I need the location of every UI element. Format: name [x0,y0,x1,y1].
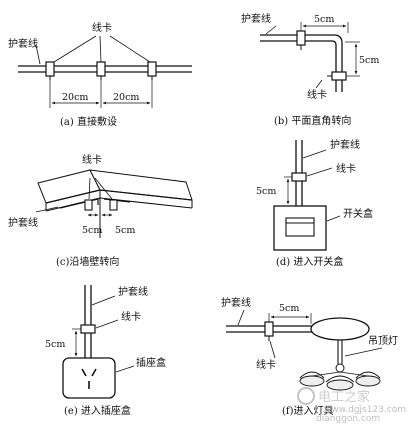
watermark: 电工之家 www.dgjs123.com dianggon.com [297,387,406,424]
watermark-logo-icon [297,387,315,405]
label-clip-d: 线卡 [336,162,356,175]
wire-leader-b [265,25,277,35]
clip-leader-b [315,79,323,89]
label-clip-f: 线卡 [256,358,276,371]
clip-leader-d [306,167,333,177]
clip-leader-c1 [88,177,91,200]
label-wire-f: 护套线 [221,296,251,309]
label-wire-b: 护套线 [241,12,271,25]
switch-plate [285,217,315,237]
clip-c2 [109,199,118,211]
caption-d: (d) 进入开关盒 [276,255,343,268]
caption-c: (c)沿墙壁转向 [56,255,119,268]
clip-leader-2 [99,35,102,63]
cable-outer [260,34,343,92]
wire-leader-c [35,206,59,213]
label-wire-c: 护套线 [8,216,38,229]
clip-c1 [84,199,93,211]
label-box-d: 开关盒 [343,207,373,220]
clip-f [264,321,274,341]
box-leader-d [326,215,341,222]
label-clip-c: 线卡 [82,153,102,166]
label-wire-d: 护套线 [330,138,360,151]
socket-pin-left [81,368,87,377]
label-wire-e: 护套线 [118,285,148,298]
cable-c [59,198,131,209]
caption-b: (b) 平面直角转向 [274,114,351,127]
clip-leader-e [95,319,119,329]
edge-right [99,189,193,201]
panel-b: 护套线 5cm 5cm 线卡 (b) 平面直角转向 [241,12,379,127]
clip-d [291,172,307,182]
panel-e: 护套线 线卡 5cm 插座盒 (e) 进入插座盒 [45,285,166,417]
caption-e: (e) 进入插座盒 [64,404,131,417]
socket-pin-right [91,368,97,377]
label-clip-a: 线卡 [92,21,112,34]
label-clip-b: 线卡 [307,88,327,101]
switch-box [273,205,327,251]
label-lamp-f: 吊顶灯 [368,335,398,347]
edge-left [45,189,101,204]
clip-1 [45,61,55,80]
socket-box [62,357,116,399]
panel-d: 护套线 线卡 5cm 开关盒 (d) 进入开关盒 [256,138,373,268]
clip-2 [96,61,106,80]
panel-a: 护套线 线卡 20cm 20cm (a) 直接敷设 [8,21,192,128]
box-leader-e [115,365,135,373]
dim-text-a2: 20cm [113,92,139,103]
dim-text-bh: 5cm [314,14,334,25]
slab-right [89,169,193,201]
clip-3 [147,61,157,80]
panel-c: 线卡 护套线 5cm 5cm (c)沿墙壁转向 [8,153,193,268]
clip-e [80,324,96,334]
pendant-lamp [299,363,381,391]
ceiling-rose [310,317,370,341]
watermark-url: www.dgjs123.com [324,405,406,415]
cable-inner [260,40,337,92]
dim-text-d: 5cm [256,186,276,197]
clip-b2 [327,71,347,81]
label-clip-e: 线卡 [121,310,141,323]
dim-text-c2: 5cm [115,225,135,236]
dim-text-a1: 20cm [62,92,88,103]
wire-leader-d [302,149,327,159]
clip-leader-c2 [94,177,113,200]
wire-leader-e [91,295,116,306]
caption-a: (a) 直接敷设 [60,115,117,128]
wire-leader-f [237,309,245,326]
clip-leader-1 [53,35,97,63]
dim-text-f: 5cm [279,303,299,314]
clip-b1 [296,30,306,50]
clip-leader-f [269,340,276,359]
dim-text-e: 5cm [45,339,65,350]
label-box-e: 插座盒 [136,356,166,369]
wire-leader [35,44,41,65]
caption-f: (f)进入灯具 [282,405,334,417]
label-wire-a: 护套线 [8,37,38,50]
lamp-leader-f [344,347,383,357]
panel-f: 护套线 5cm 线卡 吊顶灯 (f)进入灯具 [221,296,398,417]
clip-leader-3 [109,35,151,63]
watermark-text: 电工之家 [318,389,370,405]
watermark-logo-text: dianggon.com [316,414,380,423]
dim-text-bv: 5cm [359,55,379,66]
dim-text-c1: 5cm [82,225,102,236]
